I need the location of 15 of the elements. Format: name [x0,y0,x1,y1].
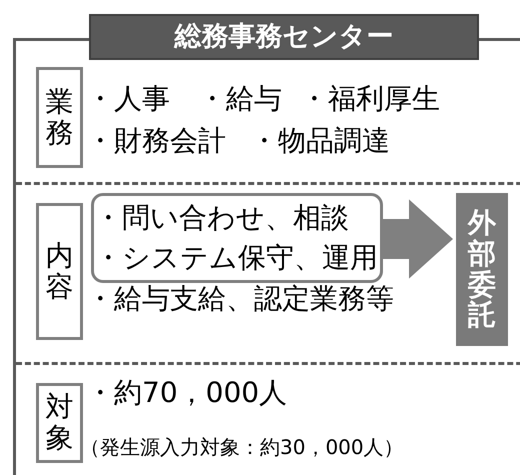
list-item: ・人事 [86,82,170,116]
category-tag: 対象 [36,383,83,463]
list-item: ・給与 [198,82,282,116]
category-tag: 業務 [36,67,83,168]
list-item: ・給与支給、認定業務等 [86,282,394,316]
title-banner: 総務事務センター [89,14,479,60]
list-item: ・約70，000人 [86,376,288,410]
list-item: （発生源入力対象：約30，000人） [80,434,404,461]
block-arrow [380,199,453,279]
category-tag: 内容 [36,203,83,340]
outsourcing-box: 外部委託 [456,193,508,346]
rounded-box: ・問い合わせ、相談 ・システム保守、運用 [91,193,383,283]
list-item: ・物品調達 [250,124,390,158]
list-item: ・財務会計 [86,124,226,158]
list-item: ・福利厚生 [300,82,440,116]
